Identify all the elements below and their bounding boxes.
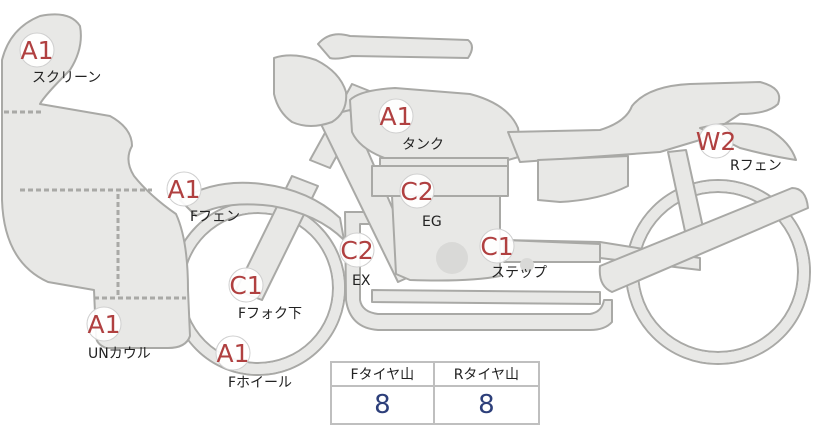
engine-label: EG (422, 214, 442, 230)
engine-block (371, 157, 509, 282)
seat-shape (507, 81, 781, 163)
screen-label: スクリーン (32, 70, 101, 86)
headlight-shape (273, 54, 348, 127)
front-fender-grade: A1 (167, 175, 200, 204)
under-cowl-callout[interactable]: A1 UNカウル (86, 306, 151, 362)
front-cowl-shape (1, 13, 191, 349)
front-wheel-grade: A1 (216, 339, 249, 368)
front-fork-grade: C1 (229, 271, 262, 300)
tank-callout[interactable]: A1 タンク (378, 98, 444, 153)
side-cover-shape (537, 155, 629, 203)
front-fork-label: Fフォク下 (238, 306, 302, 322)
exhaust-grade: C2 (340, 236, 373, 265)
front-wheel-callout[interactable]: A1 Fホイール (215, 335, 292, 391)
step-shape (503, 239, 601, 263)
rear-tire-value: 8 (432, 385, 541, 425)
front-fender-shape (179, 181, 345, 241)
under-cowl-label: UNカウル (88, 346, 151, 362)
step-label: ステップ (491, 265, 547, 281)
front-fender-label: Fフェン (190, 209, 240, 225)
front-fender-callout[interactable]: A1 Fフェン (166, 171, 240, 225)
front-fork-callout[interactable]: C1 Fフォク下 (228, 267, 302, 322)
tank-grade: A1 (379, 102, 412, 131)
rear-fender-label: Rフェン (730, 158, 782, 174)
handlebar-shape (317, 33, 473, 60)
under-cowl-grade: A1 (87, 310, 120, 339)
tank-label: タンク (402, 137, 444, 153)
engine-grade: C2 (400, 177, 433, 206)
rear-fender-callout[interactable]: W2 Rフェン (696, 123, 782, 174)
front-tire-value: 8 (330, 385, 435, 425)
rear-tire-header: Rタイヤ山 (432, 361, 541, 387)
lower-frame-shape (371, 289, 601, 305)
step-callout[interactable]: C1 ステップ (479, 228, 547, 281)
front-tire-header: Fタイヤ山 (330, 361, 435, 387)
swingarm-shape (598, 187, 809, 293)
rear-fender-grade: W2 (696, 127, 737, 156)
exhaust-label: EX (352, 273, 371, 289)
screen-callout[interactable]: A1 スクリーン (19, 32, 101, 86)
tire-tread-table: Fタイヤ山 Rタイヤ山 8 8 (330, 361, 541, 425)
step-peg (520, 258, 534, 272)
engine-callout[interactable]: C2 EG (399, 173, 442, 230)
step-grade: C1 (480, 232, 513, 261)
exhaust-callout[interactable]: C2 EX (339, 232, 375, 289)
screen-grade: A1 (20, 36, 53, 65)
front-wheel-label: Fホイール (228, 375, 292, 391)
